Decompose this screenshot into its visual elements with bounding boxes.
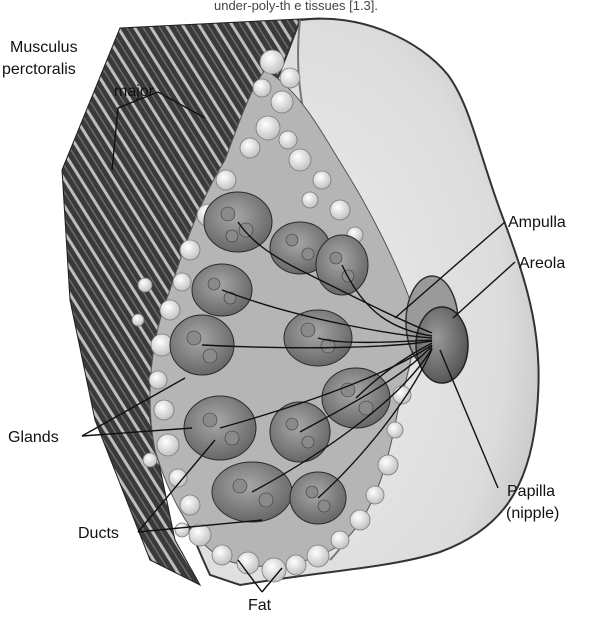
label-areola: Areola bbox=[519, 255, 565, 272]
label-ampulla: Ampulla bbox=[508, 214, 566, 231]
label-muscle-line1: Musculus bbox=[10, 39, 78, 56]
label-muscle-line2: perctoralis bbox=[2, 61, 76, 78]
label-papilla-line2: (nipple) bbox=[506, 505, 559, 522]
label-glands: Glands bbox=[8, 429, 59, 446]
papilla bbox=[416, 307, 468, 383]
label-fat: Fat bbox=[248, 597, 272, 614]
caption-fragment: under-poly-th e tissues [1.3]. bbox=[214, 0, 378, 13]
label-muscle-line3: major bbox=[114, 83, 155, 100]
label-ducts: Ducts bbox=[78, 525, 119, 542]
label-papilla-line1: Papilla bbox=[507, 483, 555, 500]
